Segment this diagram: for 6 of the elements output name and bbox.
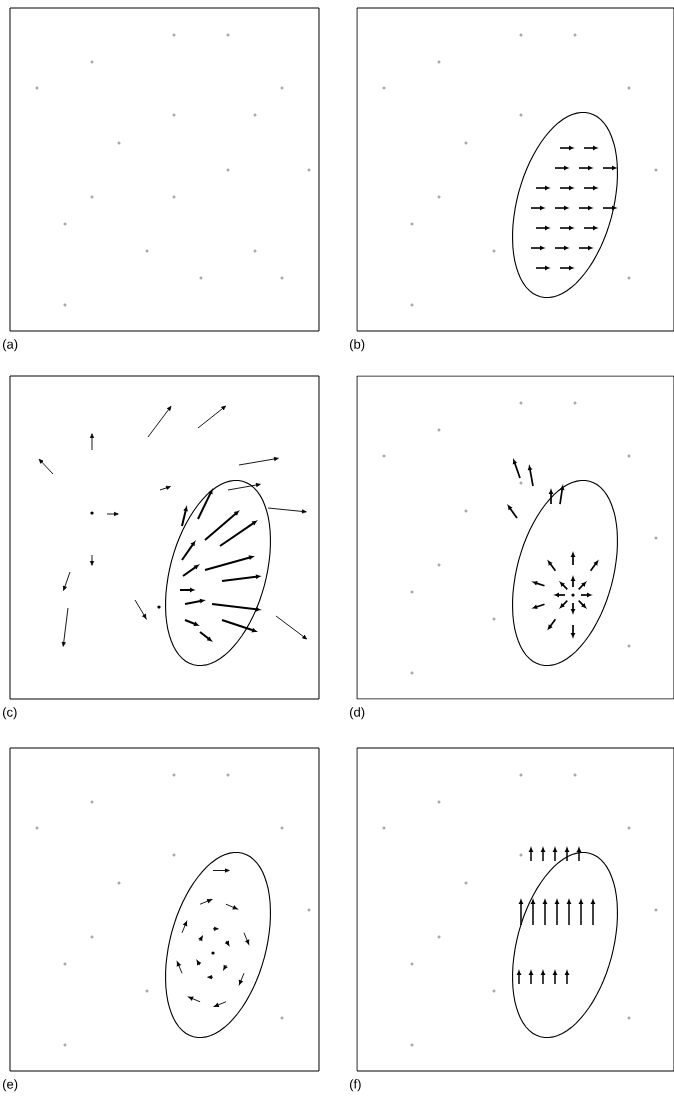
panel-label: (e)	[3, 1079, 18, 1092]
panel-label: (b)	[350, 339, 365, 352]
panel-label: (d)	[350, 707, 365, 720]
panel-label: (c)	[3, 707, 17, 720]
panel-label: (f)	[350, 1079, 361, 1092]
panel-label: (a)	[3, 339, 18, 352]
